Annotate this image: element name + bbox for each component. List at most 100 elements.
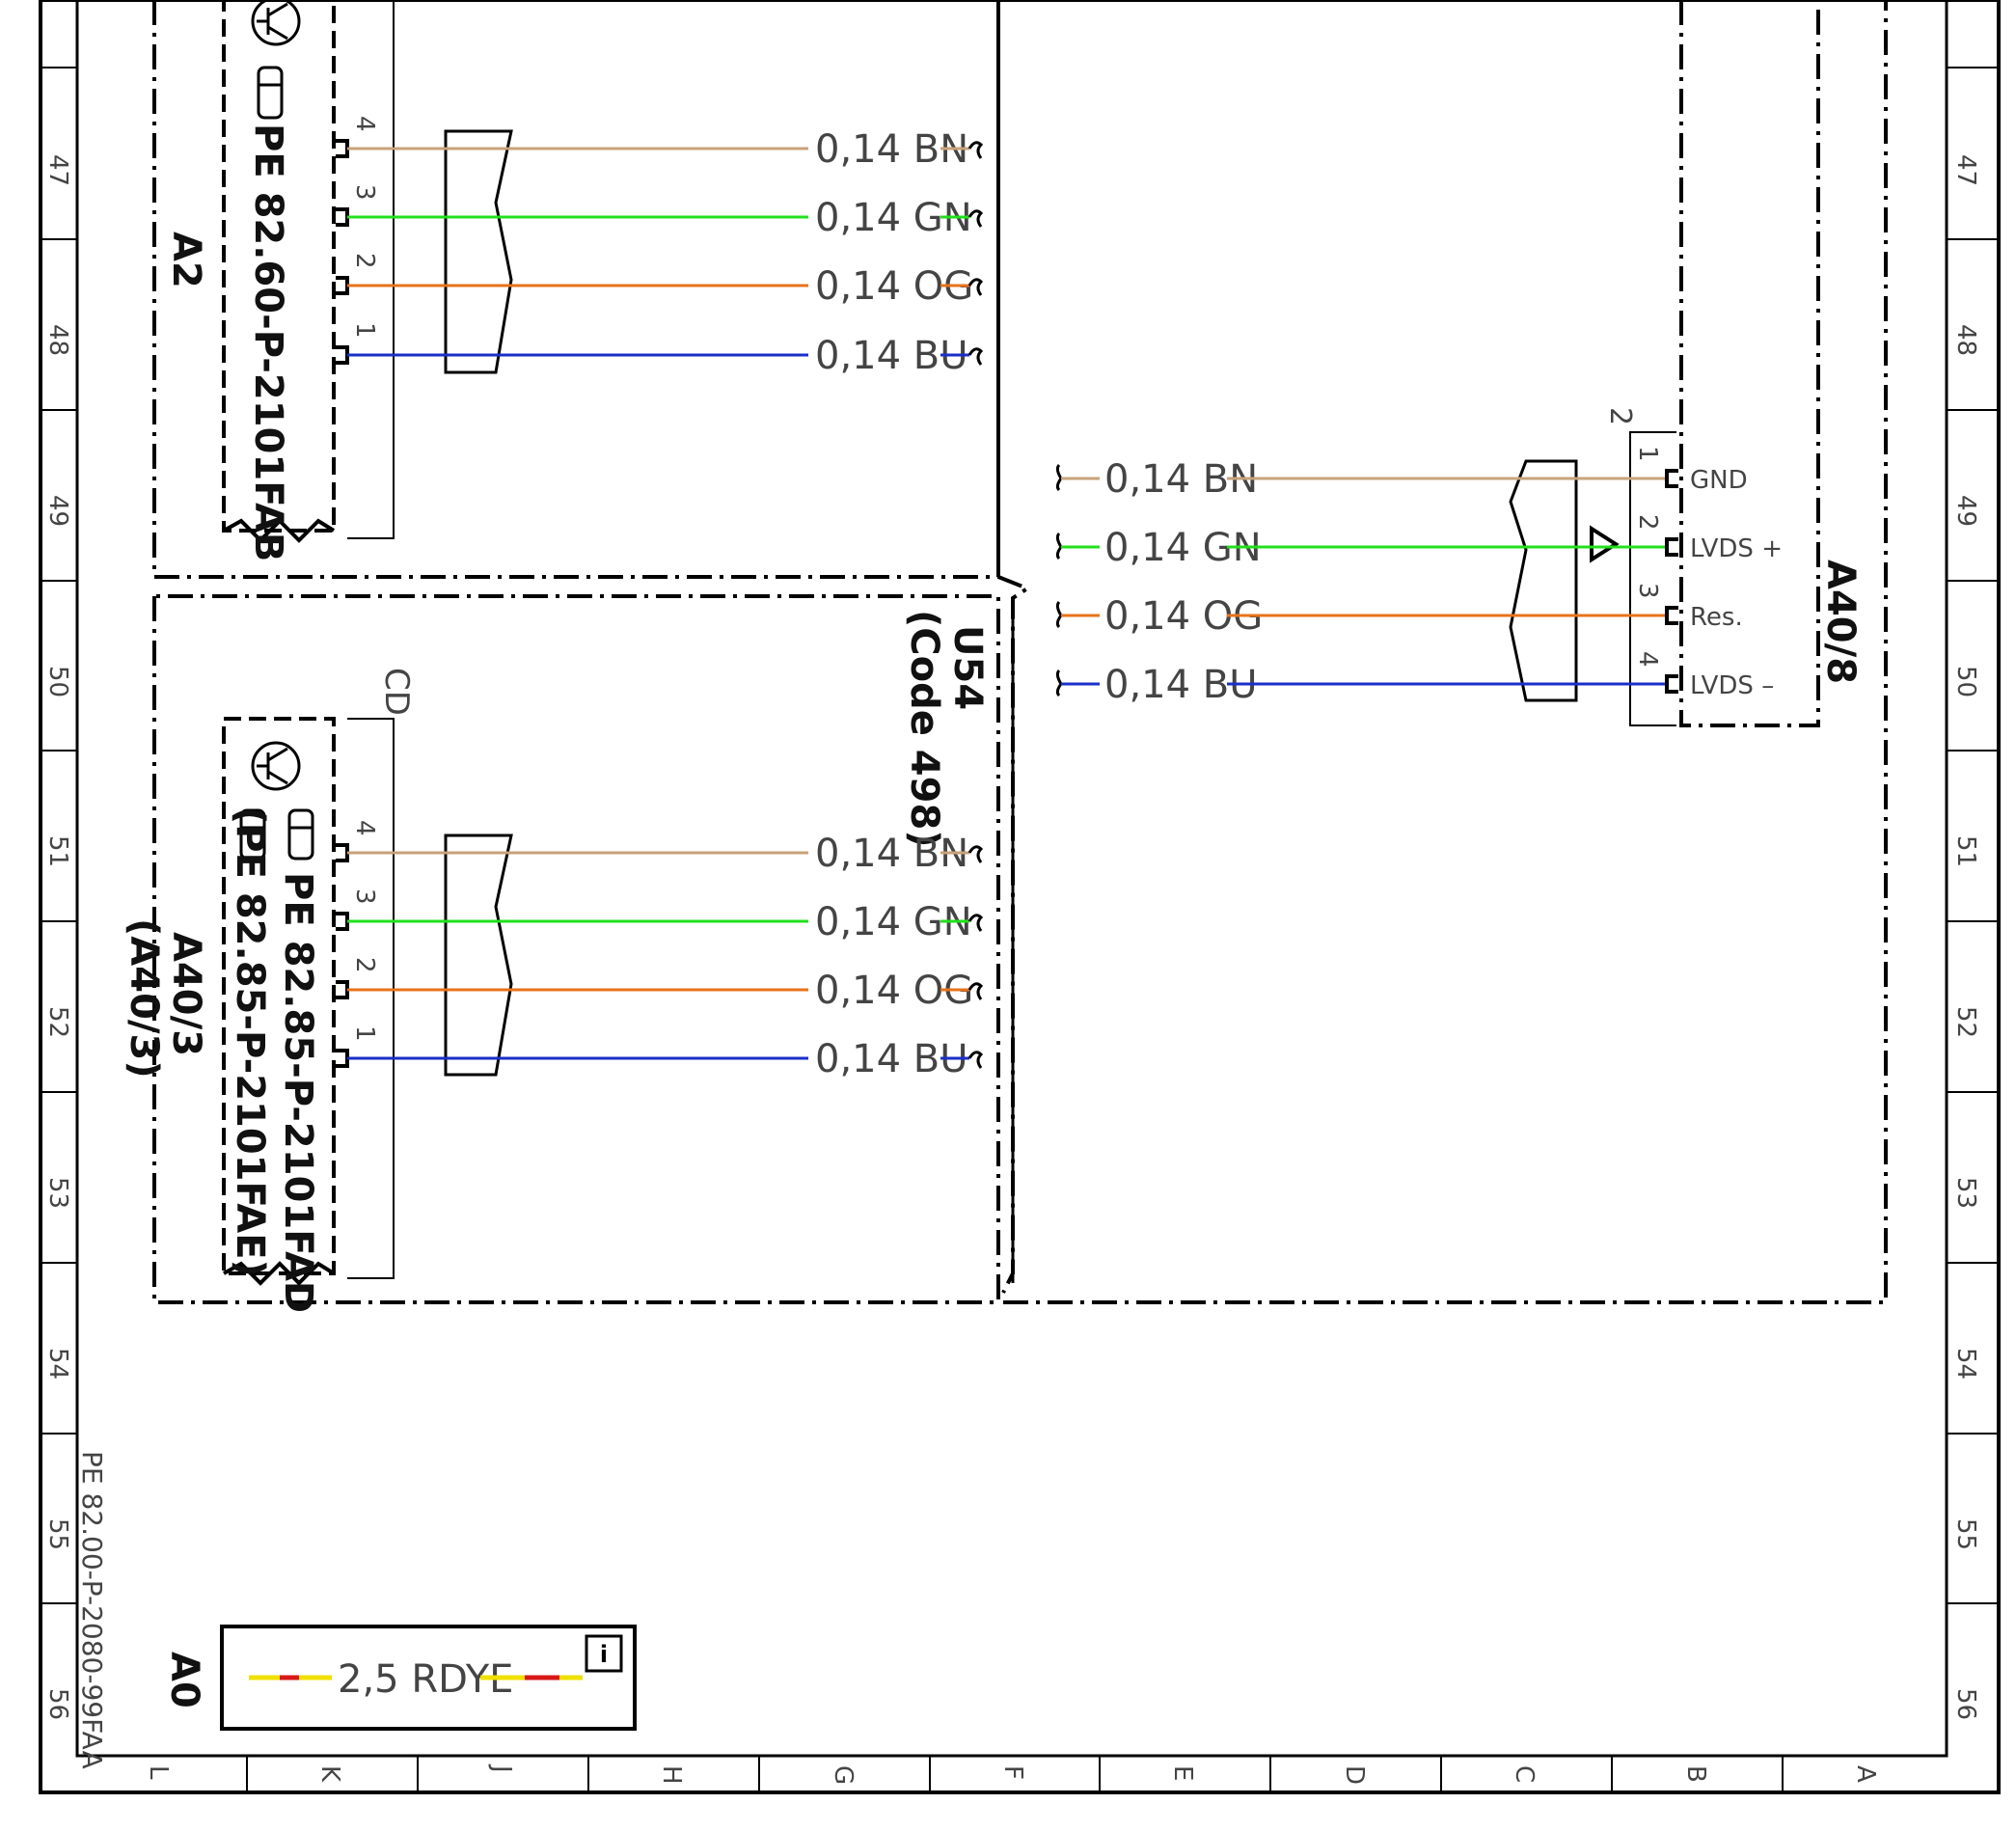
a40-3-break-line [223,1261,336,1286]
a40-8-wire-break-icon [1055,600,1063,629]
a40-8-pin-terminal [1665,537,1678,557]
a2-pin-number: 4 [350,116,379,132]
a40-8-pin-label: LVDS + [1690,534,1783,563]
row-number: 55 [43,1518,72,1550]
a40-3-code: CD [377,668,416,716]
a40-3-wire-break-icon [967,845,984,863]
bottom-column-letters: L K J H G F E D C B A [144,1763,1880,1785]
hand-pointer-icon [239,808,266,861]
a2-pin-terminal [336,276,349,295]
column-letter: L [144,1765,173,1780]
a40-3-pin-terminal [336,1049,349,1068]
a2-wire-break-icon [967,141,984,159]
outer-frame [39,0,2001,1794]
right-row-ruler [1947,67,1999,1604]
legend-frame [220,1625,637,1731]
shield-a2 [444,129,513,374]
a40-8-connector: 2 [1603,407,1637,425]
a2-bracket [347,0,395,539]
a40-3-pin-number: 1 [350,1025,379,1042]
a40-3-alt-reference: (PE 82.85-P-2101FAE) [228,806,272,1277]
column-letter: G [829,1765,858,1785]
row-number: 49 [43,495,72,527]
a40-8-pin-number: 3 [1633,583,1662,599]
row-number: 51 [43,835,72,867]
a40-3-name: A40/3 [164,932,208,1056]
column-letter: A [1851,1765,1880,1783]
row-number: 50 [43,666,72,697]
a40-8-pin-terminal [1665,469,1678,488]
a40-8-block: 2 A40/8 [1590,407,1863,726]
row-number: 51 [1951,835,1980,867]
a40-3-bracket [347,718,395,1279]
footer-reference: PE 82.00-P-2080-99FAA [76,1451,108,1769]
a2-pin-terminal [336,345,349,365]
hand-pointer-icon [287,808,314,861]
legend-name: A0 [162,1652,206,1708]
a40-3-block: CD PE 82.85-P-2101FAD (PE 82.85-P-2101FA… [122,668,416,1313]
a40-8-pin-number: 1 [1633,446,1662,462]
a40-8-pin-terminal [1665,674,1678,694]
shield-a40-3 [444,834,513,1077]
row-number: 52 [43,1006,72,1038]
a40-8-pin-number: 2 [1633,514,1662,531]
a40-8-wire-break-icon [1055,669,1063,697]
a40-8-name: A40/8 [1818,560,1863,684]
shield-a40-8 [1509,459,1578,702]
column-letter: K [315,1765,344,1783]
transistor-icon [251,0,301,46]
a40-3-wire-break-icon [967,914,984,932]
a2-dashed-box [222,0,336,533]
a2-wire-break-icon [967,209,984,228]
a40-8-pin-number: 4 [1633,651,1662,668]
shields [444,129,1578,1077]
legend-box: 2,5 RDYE i A0 [162,1625,637,1731]
row-number: 53 [1951,1177,1980,1209]
a40-8-wire-break-icon [1055,532,1063,560]
left-row-numbers: 47 48 49 50 51 52 53 54 55 56 [43,154,72,1720]
info-icon-glyph: i [600,1641,608,1668]
row-number: 56 [43,1688,72,1720]
row-number: 50 [1951,666,1980,697]
column-letter: B [1681,1765,1710,1783]
a2-block: PE 82.60-P-2101FAB A2 [164,0,395,561]
a40-8-pin-label: GND [1690,466,1748,495]
a2-pin-number: 1 [350,322,379,339]
a2-pin-terminal [336,139,349,158]
a40-3-pin-terminal [336,980,349,999]
row-number: 54 [1951,1348,1980,1380]
column-letter: D [1340,1765,1369,1785]
triangle-marker-icon [1590,525,1620,563]
a40-8-bracket [1629,431,1676,726]
row-number: 52 [1951,1006,1980,1038]
row-number: 48 [43,324,72,356]
a40-3-pin-terminal [336,912,349,931]
a2-pin-terminal [336,207,349,227]
info-icon [585,1634,623,1673]
row-number: 48 [1951,324,1980,356]
a40-3-pin-number: 2 [350,957,379,973]
row-number: 55 [1951,1518,1980,1550]
a2-pin-number: 2 [350,253,379,269]
column-letter: E [1168,1765,1197,1781]
a2-break-line [223,518,336,543]
hand-pointer-icon [257,66,284,120]
u54-code: (Code 498) [902,610,946,848]
a2-name: A2 [164,232,208,288]
a40-3-alt-name: (A40/3) [122,918,166,1079]
inner-frame [75,0,1948,1758]
row-number: 49 [1951,495,1980,527]
a40-3-pin-number: 3 [350,888,379,905]
a2-wire-break-icon [967,347,984,366]
a40-3-dashed-box [222,717,336,1275]
a40-3-wire-break-icon [967,1051,984,1069]
row-number: 54 [43,1348,72,1380]
a40-8-pin-label: LVDS – [1690,671,1774,700]
u54-name: U54 [945,625,990,710]
column-letter: H [657,1765,686,1785]
right-row-numbers: 47 48 49 50 51 52 53 54 55 56 [1951,154,1980,1720]
left-row-ruler [41,67,77,1604]
a2-wire-break-icon [967,278,984,296]
